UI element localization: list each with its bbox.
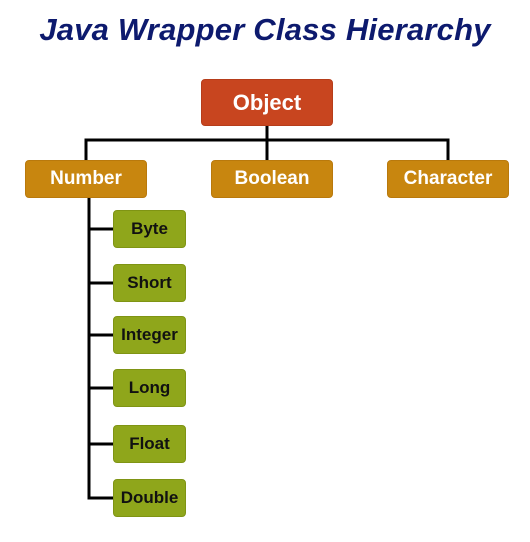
node-float: Float [113, 425, 186, 463]
node-short: Short [113, 264, 186, 302]
node-long: Long [113, 369, 186, 407]
node-character: Character [387, 160, 509, 198]
node-integer: Integer [113, 316, 186, 354]
node-boolean: Boolean [211, 160, 333, 198]
node-byte: Byte [113, 210, 186, 248]
diagram-title: Java Wrapper Class Hierarchy [39, 12, 491, 47]
node-object: Object [201, 79, 333, 126]
node-double: Double [113, 479, 186, 517]
node-number: Number [25, 160, 147, 198]
